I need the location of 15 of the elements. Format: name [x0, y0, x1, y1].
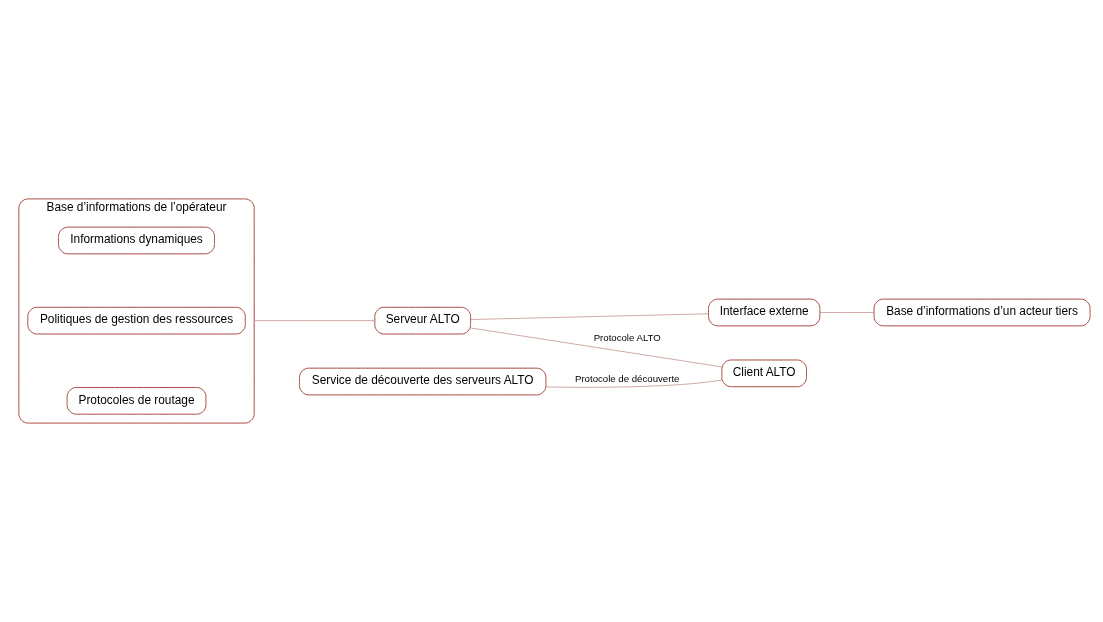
connector [545, 379, 723, 388]
connector [253, 320, 375, 321]
connector [470, 327, 722, 368]
node-box: Serveur ALTO [374, 306, 472, 335]
node-box: Client ALTO [721, 359, 807, 388]
connector [470, 313, 709, 320]
node-box: Interface externe [708, 298, 821, 327]
node-box: Service de découverte des serveurs ALTO [299, 367, 547, 396]
node-box: Politiques de gestion des ressources [27, 306, 246, 335]
connector [819, 312, 875, 313]
node-box: Protocoles de routage [66, 386, 207, 415]
node-box: Informations dynamiques [58, 226, 215, 255]
edge-label: Protocole ALTO [593, 331, 661, 343]
node-box: Base d’informations d’un acteur tiers [873, 298, 1091, 327]
edge-label: Protocole de découverte [574, 372, 680, 384]
